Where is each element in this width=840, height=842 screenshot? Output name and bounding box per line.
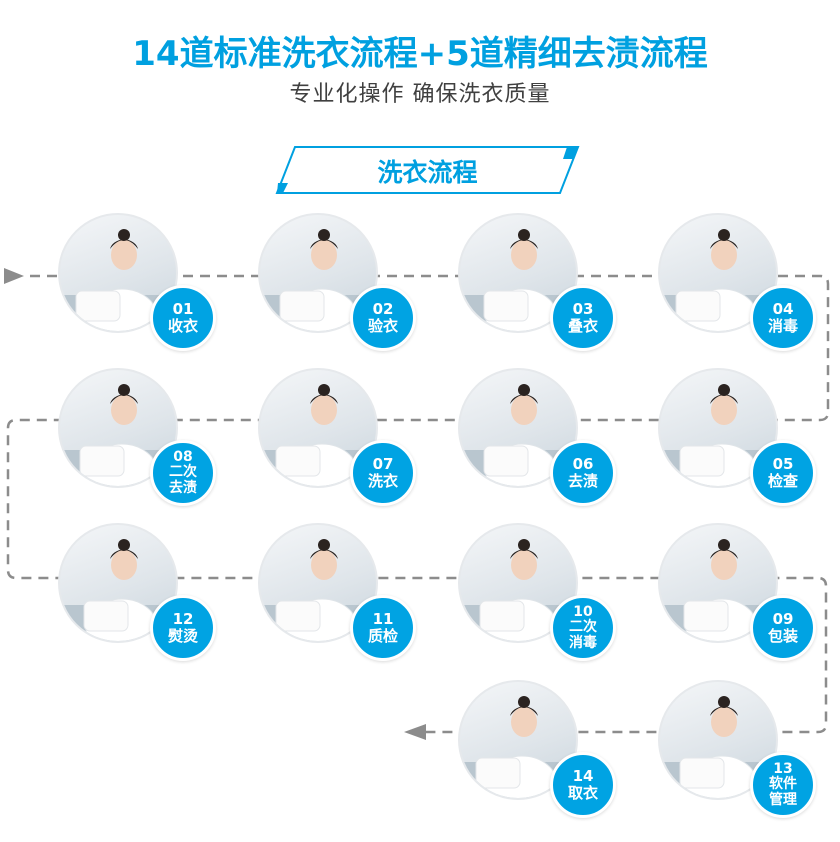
step-number: 01	[172, 300, 194, 318]
step-number: 07	[372, 455, 394, 473]
step-badge: 14 取衣	[550, 752, 616, 818]
step-label: 包装	[767, 627, 798, 645]
step-13: 13 软件 管理	[658, 680, 816, 818]
step-07: 07 洗衣	[258, 368, 416, 506]
staff-illustration-icon	[660, 696, 776, 798]
step-label: 消毒	[767, 317, 798, 335]
step-number: 12	[172, 610, 194, 628]
step-badge: 01 收衣	[150, 285, 216, 351]
step-label: 软件 管理	[769, 776, 797, 808]
step-label: 二次 去渍	[169, 464, 197, 496]
step-label: 二次 消毒	[569, 619, 597, 651]
step-03: 03 叠衣	[458, 213, 616, 351]
step-badge: 10 二次 消毒	[550, 595, 616, 661]
step-badge: 08 二次 去渍	[150, 440, 216, 506]
page-title: 14道标准洗衣流程+5道精细去渍流程	[132, 34, 708, 74]
step-number: 05	[772, 455, 794, 473]
step-label: 检查	[767, 472, 798, 490]
step-badge: 02 验衣	[350, 285, 416, 351]
step-number: 04	[772, 300, 794, 318]
step-09: 09 包装	[658, 523, 816, 661]
step-02: 02 验衣	[258, 213, 416, 351]
section-banner: 洗衣流程	[275, 145, 580, 195]
step-number: 10	[573, 604, 593, 620]
step-number: 11	[372, 610, 394, 628]
step-number: 06	[572, 455, 594, 473]
step-05: 05 检查	[658, 368, 816, 506]
banner-frame	[275, 146, 580, 194]
page-subtitle: 专业化操作 确保洗衣质量	[289, 82, 551, 107]
step-label: 质检	[367, 627, 398, 645]
step-label: 去渍	[567, 472, 598, 490]
step-number: 03	[572, 300, 594, 318]
step-11: 11 质检	[258, 523, 416, 661]
step-label: 收衣	[167, 317, 198, 335]
step-label: 验衣	[367, 317, 398, 335]
step-number: 14	[572, 767, 594, 785]
step-label: 熨烫	[167, 627, 198, 645]
step-label: 洗衣	[367, 472, 398, 490]
step-12: 12 熨烫	[58, 523, 216, 661]
step-number: 13	[773, 761, 793, 777]
step-01: 01 收衣	[58, 213, 216, 351]
step-badge: 07 洗衣	[350, 440, 416, 506]
step-photo	[458, 213, 578, 333]
step-badge: 06 去渍	[550, 440, 616, 506]
step-badge: 13 软件 管理	[750, 752, 816, 818]
step-photo	[58, 368, 178, 488]
step-badge: 09 包装	[750, 595, 816, 661]
step-06: 06 去渍	[458, 368, 616, 506]
step-04: 04 消毒	[658, 213, 816, 351]
flow-start-arrow-icon	[4, 268, 24, 284]
staff-illustration-icon	[260, 384, 376, 486]
step-number: 08	[173, 449, 193, 465]
step-photo	[658, 680, 778, 800]
step-label: 取衣	[567, 784, 598, 802]
step-number: 09	[772, 610, 794, 628]
step-badge: 04 消毒	[750, 285, 816, 351]
step-badge: 12 熨烫	[150, 595, 216, 661]
step-number: 02	[372, 300, 394, 318]
step-badge: 05 检查	[750, 440, 816, 506]
step-label: 叠衣	[567, 317, 598, 335]
step-14: 14 取衣	[458, 680, 616, 818]
flow-end-arrow-icon	[404, 724, 426, 740]
section-label: 洗衣流程	[377, 158, 478, 187]
step-10: 10 二次 消毒	[458, 523, 616, 661]
step-badge: 11 质检	[350, 595, 416, 661]
step-badge: 03 叠衣	[550, 285, 616, 351]
step-08: 08 二次 去渍	[58, 368, 216, 506]
